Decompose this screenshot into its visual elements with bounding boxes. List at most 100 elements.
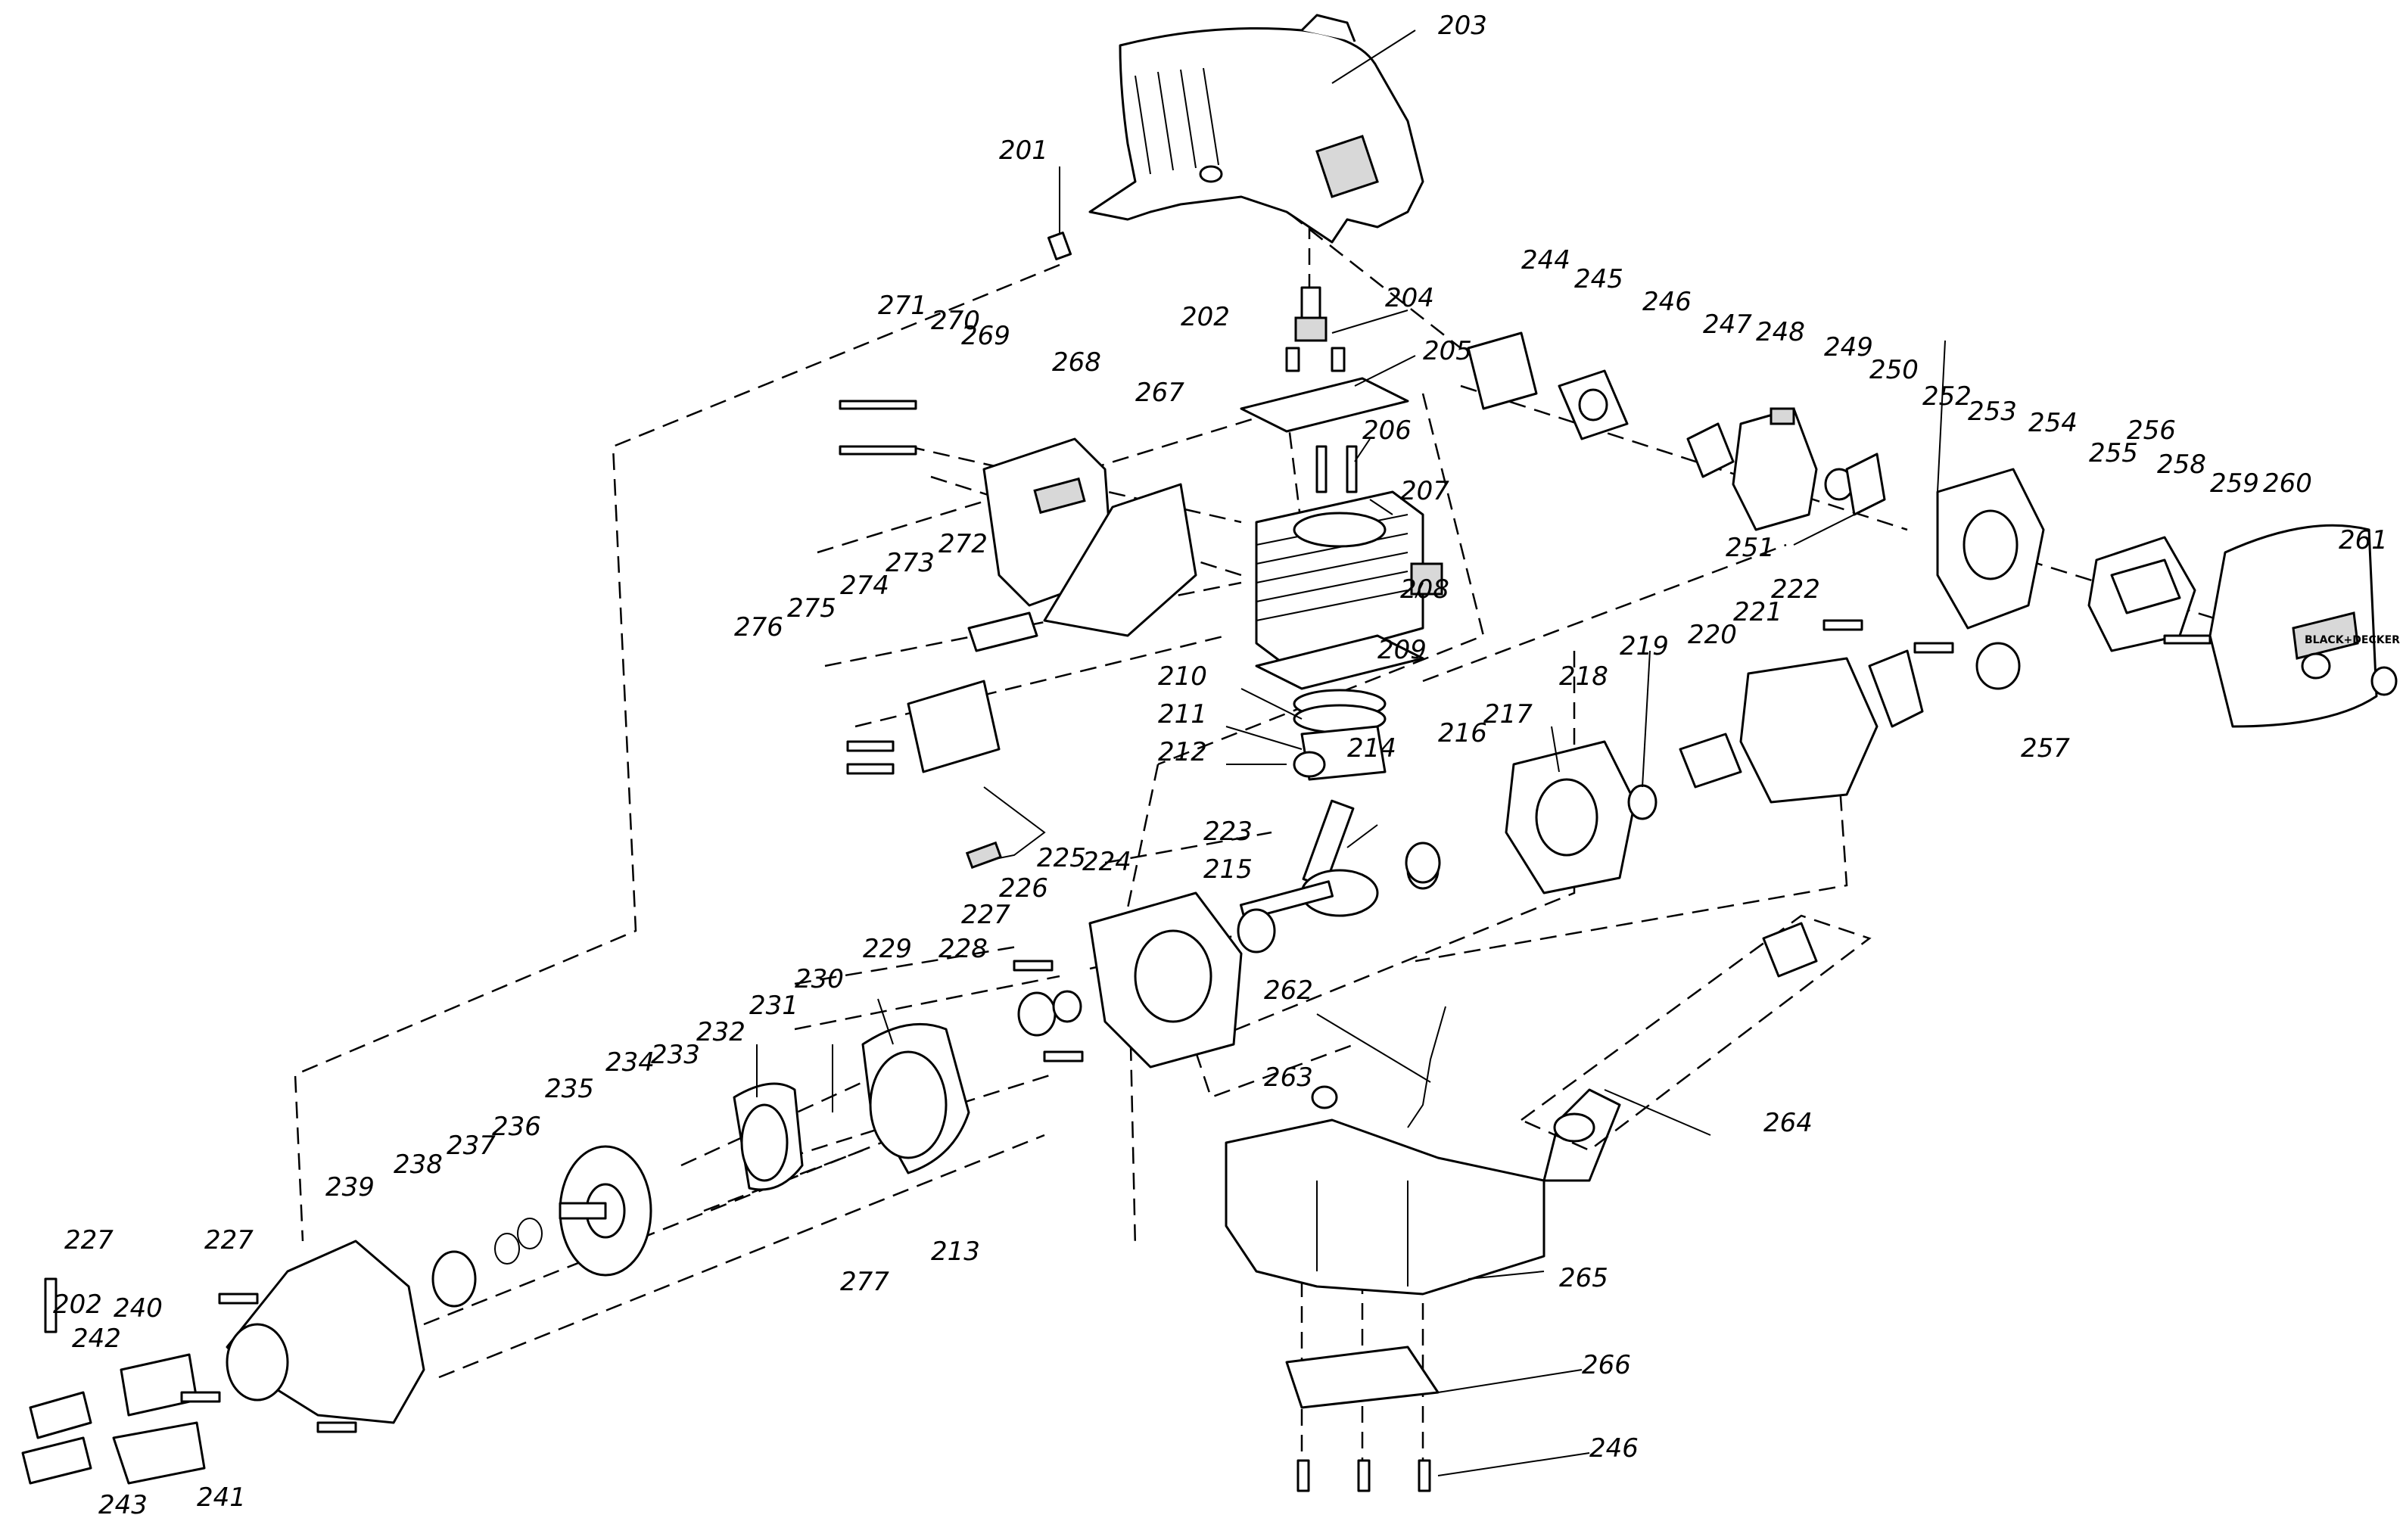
part-205-gasket bbox=[1240, 377, 1409, 433]
bearings-and-seals bbox=[1017, 784, 1658, 1037]
part-262-fuel-line bbox=[1407, 1006, 1446, 1128]
label-227: 227 bbox=[961, 900, 1010, 930]
label-221: 221 bbox=[1733, 597, 1782, 627]
label-244: 244 bbox=[1521, 245, 1570, 275]
label-253: 253 bbox=[1968, 397, 2017, 427]
part-273-pad bbox=[967, 611, 1038, 652]
label-229: 229 bbox=[863, 934, 912, 964]
label-202: 202 bbox=[1181, 302, 1230, 332]
label-231: 231 bbox=[749, 991, 798, 1021]
brand-logo-text: BLACK+DECKER bbox=[2305, 634, 2400, 646]
label-209: 209 bbox=[1377, 635, 1427, 665]
label-249: 249 bbox=[1824, 332, 1873, 362]
label-235: 235 bbox=[545, 1074, 594, 1104]
label-225: 225 bbox=[1037, 843, 1086, 873]
part-247-gasket bbox=[1686, 422, 1735, 478]
label-247: 247 bbox=[1703, 310, 1752, 340]
part-207-cylinder bbox=[1255, 490, 1443, 667]
leader-lines bbox=[756, 30, 1946, 1476]
label-267: 267 bbox=[1135, 378, 1184, 408]
label-222: 222 bbox=[1771, 574, 1820, 605]
part-244-gasket-plate bbox=[1467, 331, 1538, 410]
label-206: 206 bbox=[1362, 415, 1412, 446]
label-239: 239 bbox=[325, 1172, 375, 1202]
label-272: 272 bbox=[938, 529, 988, 559]
part-229-flywheel bbox=[861, 1022, 970, 1174]
label-234: 234 bbox=[605, 1047, 655, 1078]
label-205: 205 bbox=[1423, 336, 1472, 366]
part-275-ignition-module bbox=[907, 680, 1046, 870]
label-227c: 227 bbox=[64, 1225, 114, 1255]
label-257: 257 bbox=[2021, 733, 2070, 764]
label-211: 211 bbox=[1158, 699, 1207, 730]
label-246a: 246 bbox=[1642, 287, 1692, 317]
label-251: 251 bbox=[1726, 533, 1775, 563]
label-261: 261 bbox=[2339, 525, 2388, 555]
label-277: 277 bbox=[840, 1267, 889, 1297]
label-202b: 202 bbox=[53, 1290, 102, 1320]
label-269: 269 bbox=[961, 321, 1010, 351]
label-213: 213 bbox=[931, 1237, 980, 1267]
label-271: 271 bbox=[878, 291, 927, 321]
label-215: 215 bbox=[1203, 854, 1253, 885]
label-243: 243 bbox=[98, 1490, 148, 1520]
label-245: 245 bbox=[1574, 264, 1623, 294]
part-235-clutch-drum bbox=[559, 1145, 652, 1277]
label-264: 264 bbox=[1763, 1108, 1813, 1138]
part-257-primer-bulb bbox=[1975, 642, 2021, 690]
label-218: 218 bbox=[1559, 661, 1608, 692]
label-273: 273 bbox=[886, 548, 935, 578]
label-210: 210 bbox=[1158, 661, 1207, 692]
label-236: 236 bbox=[492, 1112, 541, 1142]
part-238-bearing bbox=[431, 1250, 477, 1308]
part-209-gasket bbox=[1255, 634, 1424, 690]
part-239-clutch-housing bbox=[226, 1240, 425, 1424]
label-227b: 227 bbox=[204, 1225, 254, 1255]
label-270: 270 bbox=[931, 306, 980, 336]
part-labels: 203 201 202 204 205 206 207 208 209 210 … bbox=[53, 11, 2388, 1520]
label-228: 228 bbox=[938, 934, 988, 964]
label-265: 265 bbox=[1559, 1263, 1608, 1293]
label-252: 252 bbox=[1922, 381, 1972, 412]
label-226: 226 bbox=[999, 873, 1048, 904]
part-242-bracket bbox=[29, 1391, 92, 1439]
label-230: 230 bbox=[795, 964, 844, 994]
label-212: 212 bbox=[1158, 737, 1207, 767]
label-201: 201 bbox=[999, 135, 1048, 166]
part-241-clamp bbox=[112, 1421, 206, 1485]
part-266-tank-bracket bbox=[1285, 1346, 1440, 1409]
part-248-carburetor bbox=[1732, 407, 1818, 531]
part-204-spark-plug bbox=[1294, 286, 1328, 342]
label-214: 214 bbox=[1347, 733, 1396, 764]
part-245-intake-manifold bbox=[1558, 369, 1629, 440]
label-255: 255 bbox=[2089, 438, 2138, 468]
part-240-clamp bbox=[120, 1353, 198, 1417]
label-216: 216 bbox=[1438, 718, 1487, 748]
label-204: 204 bbox=[1385, 283, 1434, 313]
label-254: 254 bbox=[2028, 408, 2078, 438]
part-210-piston bbox=[1293, 689, 1387, 781]
label-220: 220 bbox=[1688, 620, 1737, 650]
part-263-fitting bbox=[1311, 1085, 1338, 1109]
label-246b: 246 bbox=[1589, 1433, 1639, 1464]
label-259: 259 bbox=[2210, 468, 2259, 499]
label-219: 219 bbox=[1620, 631, 1669, 661]
label-217: 217 bbox=[1483, 699, 1533, 730]
part-267-heat-shield bbox=[1043, 483, 1197, 637]
label-276: 276 bbox=[734, 612, 783, 642]
part-232-clutch bbox=[733, 1082, 804, 1191]
label-242: 242 bbox=[72, 1324, 121, 1354]
label-266: 266 bbox=[1582, 1350, 1631, 1380]
part-243-bracket bbox=[21, 1436, 92, 1485]
part-250-plate bbox=[1845, 453, 1886, 516]
label-275: 275 bbox=[787, 593, 836, 624]
label-241: 241 bbox=[197, 1482, 246, 1513]
label-268: 268 bbox=[1052, 347, 1101, 378]
label-248: 248 bbox=[1756, 317, 1805, 347]
part-254-air-filter-base bbox=[1936, 468, 2045, 630]
label-224: 224 bbox=[1082, 847, 1131, 877]
label-237: 237 bbox=[447, 1131, 496, 1161]
label-238: 238 bbox=[394, 1150, 443, 1180]
part-224-crankcase-half bbox=[1088, 891, 1243, 1069]
